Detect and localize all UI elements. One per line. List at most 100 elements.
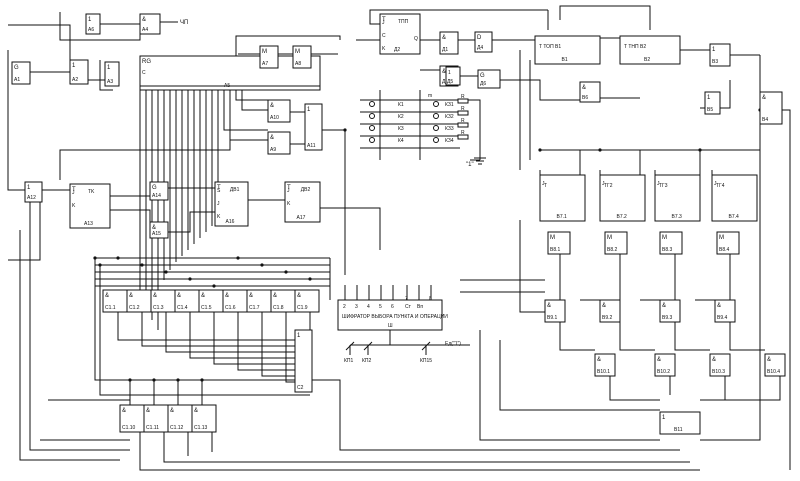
decoder-pin: Вп [417,304,423,310]
block-body [119,404,145,433]
block-body [69,59,89,85]
block-name: T ТНП B2 [624,44,646,50]
block-label: C1.4 [177,305,188,311]
block-label: B10.4 [767,369,780,375]
indicator-label: К4 [398,138,404,144]
indicator-lamp [433,113,439,119]
block-symbol: & [194,408,198,414]
block-c1-10: &C1.10 [119,404,145,433]
block-label: Д4 [477,45,483,51]
block-label: A1 [14,77,20,83]
blocks: GA11A21A3&A4RGCA51A6MA7MA8&A9&A101A111A1… [11,13,786,435]
block-body [139,55,321,91]
block-name: ТПП [398,19,409,25]
block-symbol: D [477,35,482,41]
block-label: B11 [674,427,683,433]
resistor [457,98,469,104]
block-symbol: & [657,357,661,363]
block-body [759,91,783,125]
block-body [604,231,628,255]
block-label: C1.8 [273,305,284,311]
block-label: B8.3 [662,247,673,253]
resistor [457,122,469,128]
block-symbol: & [201,293,205,299]
block-pin: K [217,214,221,220]
block-body [149,181,169,201]
block-label: Д2 [394,47,400,53]
block-label: C1.3 [153,305,164,311]
svg-text:Д5: Д5 [447,79,453,85]
block-label: B10.3 [712,369,725,375]
block-body [439,31,459,55]
block-label: A2 [72,77,78,83]
block-body [714,299,736,323]
decoder-pin: 3 [355,304,358,310]
block-pin: J [217,201,220,207]
block-body [85,13,101,35]
block-symbol: 1 [297,333,301,339]
block-out: Q [414,36,418,42]
block-b9-3: &B9.3 [659,299,681,323]
block-body [477,69,501,89]
block-label: B3 [712,59,718,65]
block-label: C1.2 [129,305,140,311]
block-label: B6 [582,95,588,101]
block-body [143,404,169,433]
block-body [711,174,758,222]
block-body [547,231,571,255]
block-symbol: & [442,35,446,41]
block-a3: 1A3 [104,61,120,87]
block-a1: GA1 [11,61,31,85]
block-symbol: M [262,49,267,55]
block-label: C1.11 [146,425,159,431]
indicator-label: КЗ4 [445,138,454,144]
block-symbol: & [105,293,109,299]
block-body [11,61,31,85]
block-symbol: 1 [707,95,711,101]
block-body [659,299,681,323]
block-label: Д6 [480,81,486,87]
block-label: C1.13 [194,425,208,431]
block-label: C1.9 [297,305,308,311]
block-label: B4 [762,117,768,123]
resistor-label: R [461,130,465,136]
block-body [654,353,676,377]
block-b10-4: &B10.4 [764,353,786,377]
block-label: A3 [107,79,113,85]
block-body [214,181,249,227]
block-body [619,35,681,65]
block-pin: J [714,181,717,187]
m-label: m [428,93,432,99]
switch-label: КП2 [362,358,372,364]
block-a9: &A9 [267,131,291,155]
block-symbol: & [547,303,551,309]
block-label: B8.4 [719,247,730,253]
block-symbol: G [480,73,485,79]
block-pin: J [72,190,75,196]
block-label: C1.7 [249,305,260,311]
block-symbol: & [273,293,277,299]
block-body [659,411,701,435]
block-label: C2 [297,385,304,391]
block-body [659,231,683,255]
block-a6: 1A6 [85,13,101,35]
block-label: C1.12 [170,425,184,431]
indicator-label: КЗ3 [445,126,454,132]
block-label: A14 [152,193,161,199]
block-b10-1: &B10.1 [594,353,616,377]
block-symbol: M [662,235,667,241]
decoder-label: Ш [388,323,393,329]
indicator-lamp [369,137,375,143]
block-label: A13 [84,221,93,227]
block-label: B8.1 [550,247,561,253]
indicator-label: К3 [398,126,404,132]
resistor [457,134,469,140]
block-a7: MA7 [259,45,279,69]
block-c1-1: &C1.1 [102,289,128,313]
block-pin: J [602,181,605,187]
